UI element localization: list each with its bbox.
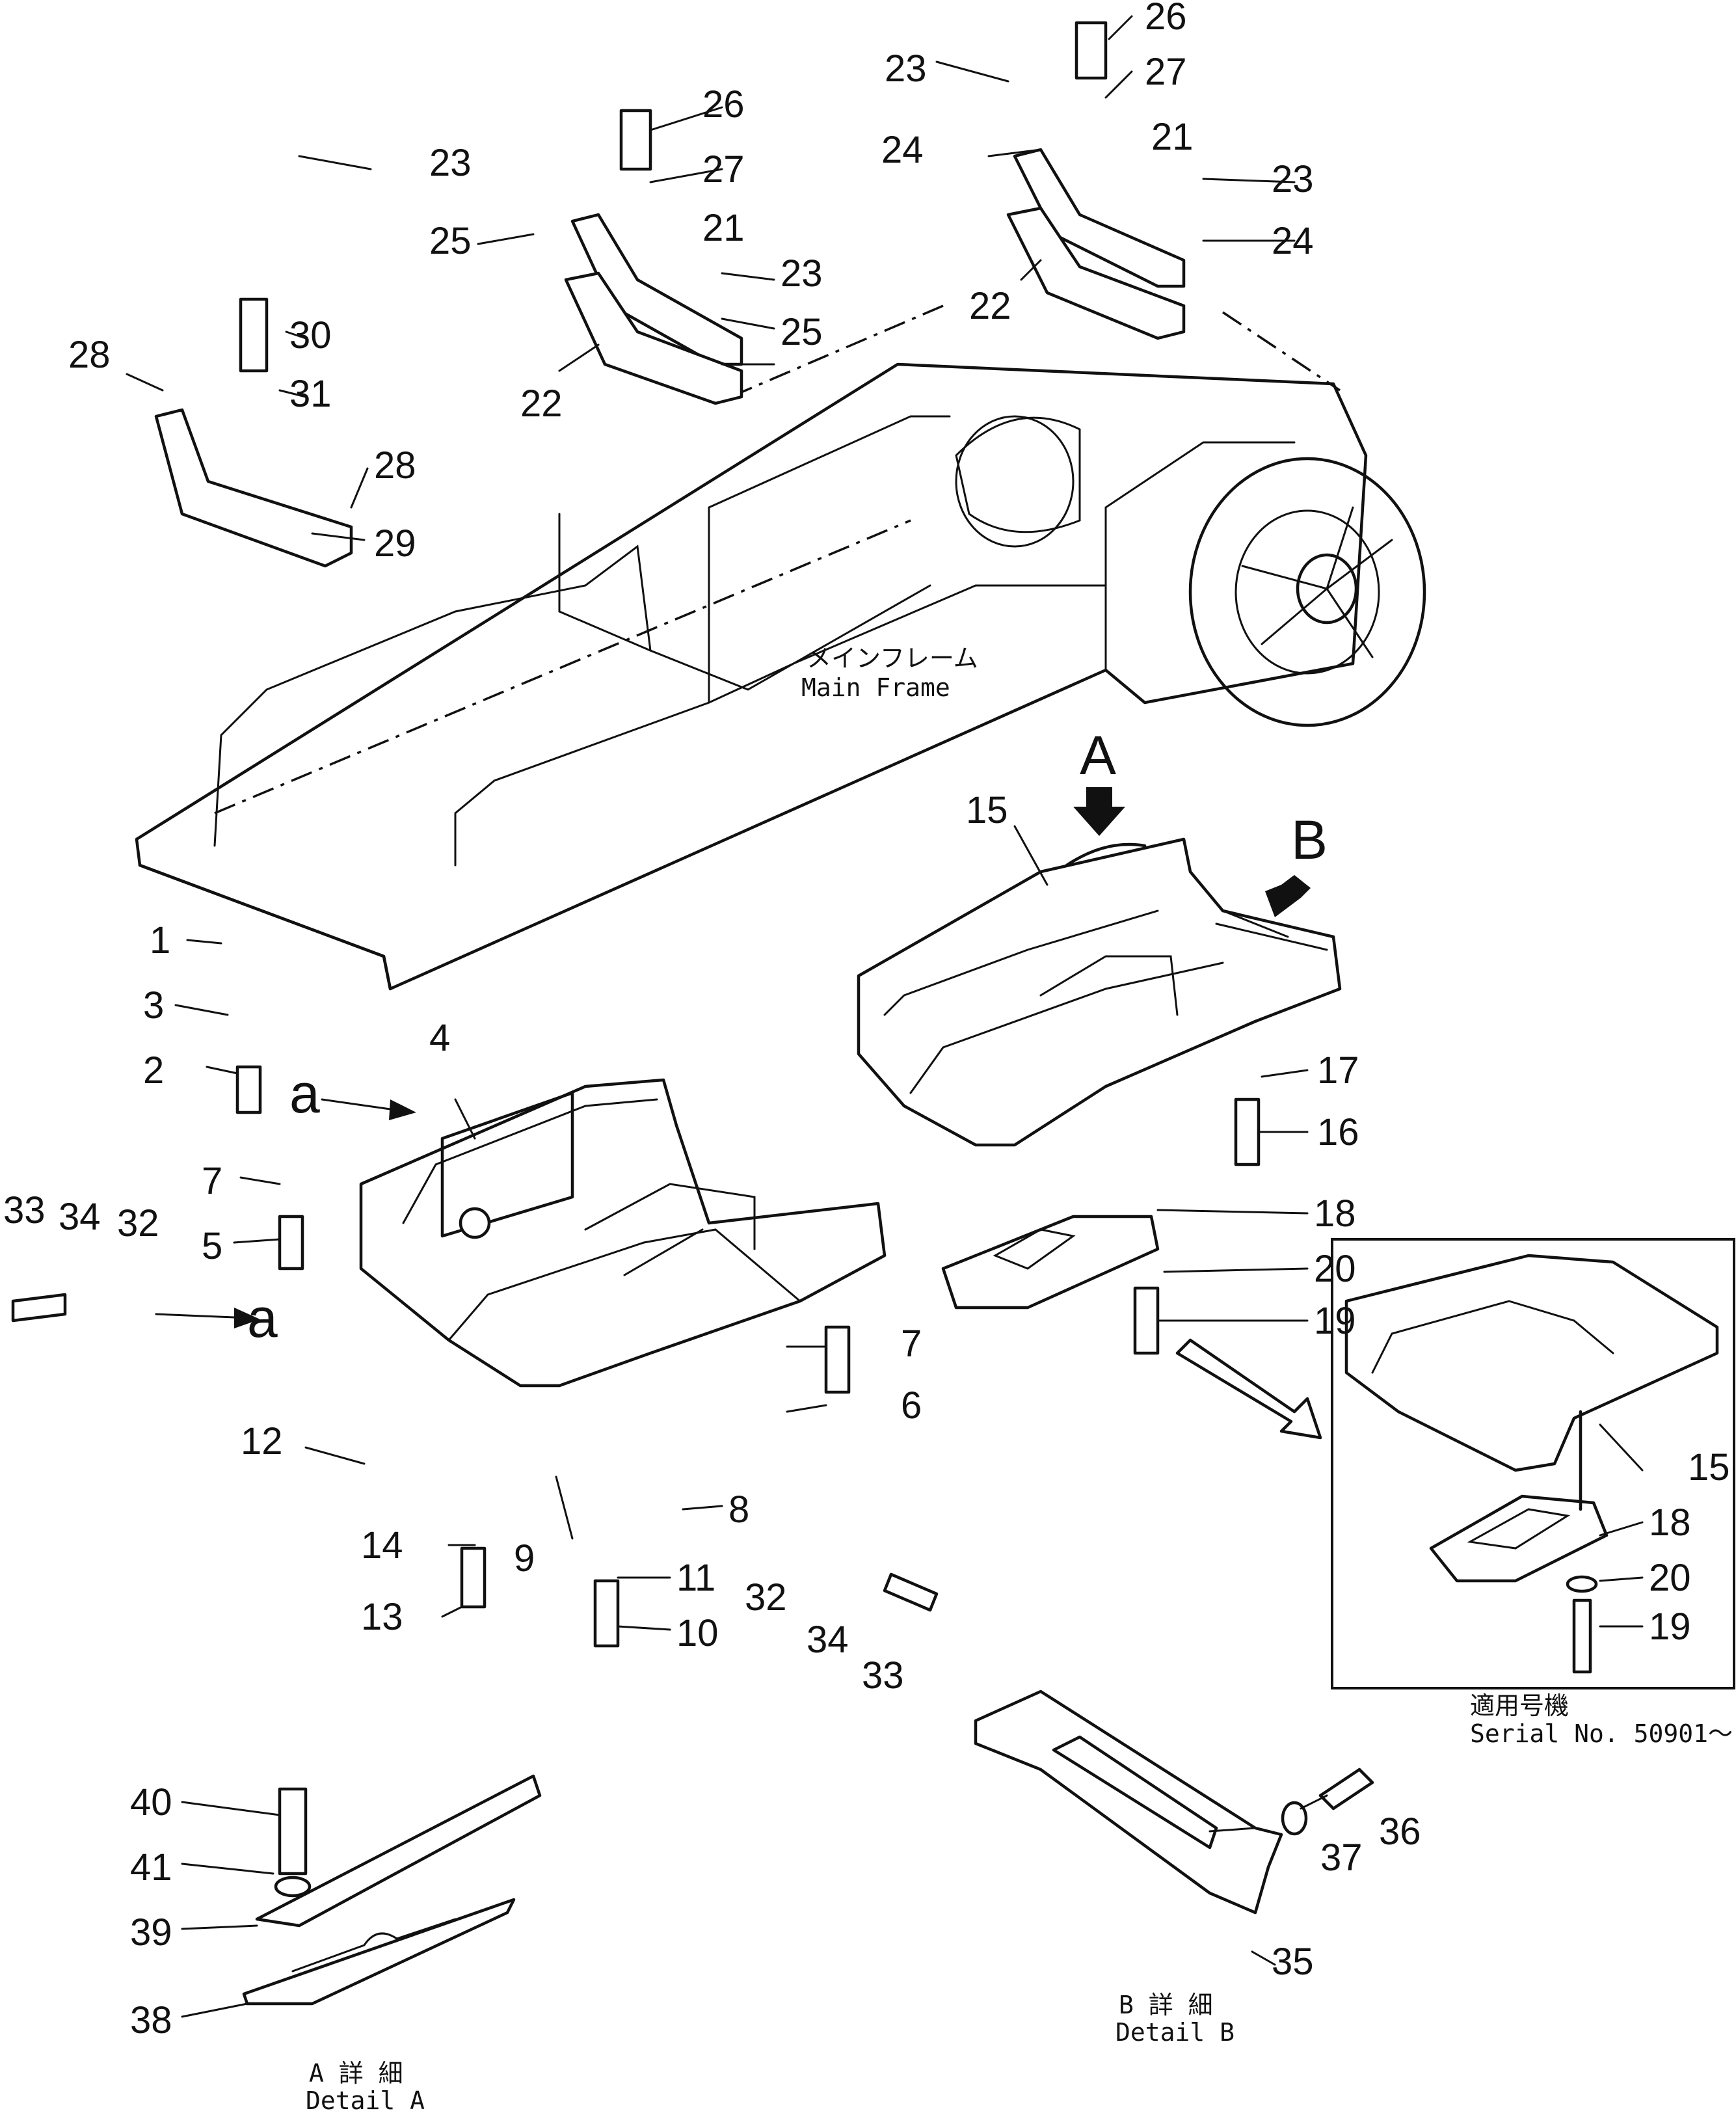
callout-12: 12 [241, 1420, 283, 1462]
callout-1: 1 [150, 919, 170, 962]
bolts [11, 21, 1261, 1648]
final-drive-housing [955, 415, 1426, 727]
callout-5: 5 [202, 1225, 222, 1267]
view-label-b: B [1291, 809, 1328, 870]
callout-10: 10 [676, 1612, 719, 1654]
detail-a-drawing [242, 1774, 542, 2006]
callout-23a: 23 [429, 142, 472, 184]
main-frame-label-jp: メインフレーム [807, 644, 978, 673]
callout-16: 16 [1317, 1111, 1359, 1153]
callout-20a: 20 [1314, 1248, 1356, 1290]
callout-31: 31 [289, 373, 332, 415]
detail-a-label-en: Detail A [306, 2086, 425, 2115]
main-frame-outline [135, 304, 1368, 991]
callout-22a: 22 [520, 383, 563, 425]
callout-13: 13 [361, 1596, 403, 1638]
callout-17: 17 [1317, 1049, 1359, 1092]
brackets-22-23 [154, 148, 1186, 568]
callout-21b: 21 [1151, 116, 1194, 158]
detail-a-label-jp: A 詳 細 [309, 2059, 403, 2088]
callout-26b: 26 [1145, 0, 1187, 38]
arrow-b-icon [1265, 875, 1311, 917]
callout-30: 30 [289, 314, 332, 357]
cover-plate-18 [941, 1215, 1160, 1310]
callout-4: 4 [429, 1017, 450, 1059]
callout-15b: 15 [1688, 1446, 1730, 1488]
view-arrows [155, 787, 1322, 1440]
leader-lines [126, 15, 1644, 2018]
text-labels: メインフレーム Main Frame A B a a 適用号機 Serial N… [247, 644, 1733, 2115]
callout-20b: 20 [1649, 1557, 1691, 1599]
serial-inset [1331, 1238, 1735, 1689]
callout-36: 36 [1379, 1810, 1421, 1853]
callout-numbers: 1 2 3 4 5 6 7 7 8 9 10 11 12 13 14 15 15… [3, 0, 1730, 2041]
arrow-a-end-label: a [247, 1287, 278, 1349]
callout-9: 9 [514, 1537, 535, 1580]
callout-3: 3 [143, 984, 164, 1027]
callout-38: 38 [130, 1999, 172, 2041]
callout-34a: 34 [59, 1196, 101, 1238]
undercover-rear-15 [857, 837, 1342, 1147]
view-label-a: A [1080, 725, 1116, 786]
callout-27b: 27 [1145, 51, 1187, 93]
main-frame-label-en: Main Frame [801, 673, 950, 702]
callout-6: 6 [901, 1384, 922, 1427]
serial-label-jp: 適用号機 [1470, 1691, 1569, 1720]
detail-b-label-en: Detail B [1115, 2018, 1235, 2047]
callout-15a: 15 [966, 789, 1008, 831]
callout-23c: 23 [885, 47, 927, 90]
callout-29: 29 [374, 522, 416, 565]
callout-34b: 34 [807, 1619, 849, 1661]
detail-b-label-jp: B 詳 細 [1119, 1991, 1213, 2019]
arrow-a-icon [1073, 787, 1125, 836]
callout-32a: 32 [117, 1202, 159, 1245]
callout-19a: 19 [1314, 1300, 1356, 1342]
callout-22b: 22 [969, 285, 1011, 327]
callout-40: 40 [130, 1781, 172, 1823]
callout-25b: 25 [781, 311, 823, 353]
callout-39: 39 [130, 1911, 172, 1954]
callout-19b: 19 [1649, 1606, 1691, 1648]
callout-18a: 18 [1314, 1192, 1356, 1235]
callout-32b: 32 [745, 1576, 787, 1619]
undercover-front-4 [359, 1078, 887, 1388]
callout-25a: 25 [429, 220, 472, 262]
callout-8: 8 [728, 1488, 749, 1531]
arrow-a-start-label: a [289, 1063, 320, 1124]
callout-27a: 27 [702, 148, 745, 191]
serial-arrow-icon [1175, 1338, 1322, 1440]
callout-24b: 24 [1272, 220, 1314, 262]
callout-28b: 28 [374, 444, 416, 487]
serial-label-en: Serial No. 50901～ [1470, 1719, 1733, 1748]
callout-33b: 33 [862, 1654, 904, 1697]
callout-11: 11 [676, 1557, 715, 1599]
detail-b-drawing [974, 1689, 1374, 1915]
callout-35: 35 [1272, 1941, 1314, 1983]
callout-24a: 24 [881, 129, 924, 171]
callout-2: 2 [143, 1049, 164, 1092]
callout-41: 41 [130, 1846, 172, 1889]
callout-7b: 7 [901, 1323, 922, 1365]
callout-23b: 23 [781, 252, 823, 295]
callout-14: 14 [361, 1524, 403, 1567]
callout-33a: 33 [3, 1189, 46, 1231]
callout-28a: 28 [68, 334, 111, 376]
callout-26a: 26 [702, 83, 745, 126]
callout-7a: 7 [202, 1160, 222, 1202]
callout-18b: 18 [1649, 1501, 1691, 1544]
callout-21a: 21 [702, 207, 745, 249]
callout-23d: 23 [1272, 158, 1314, 200]
callout-37: 37 [1320, 1837, 1363, 1879]
